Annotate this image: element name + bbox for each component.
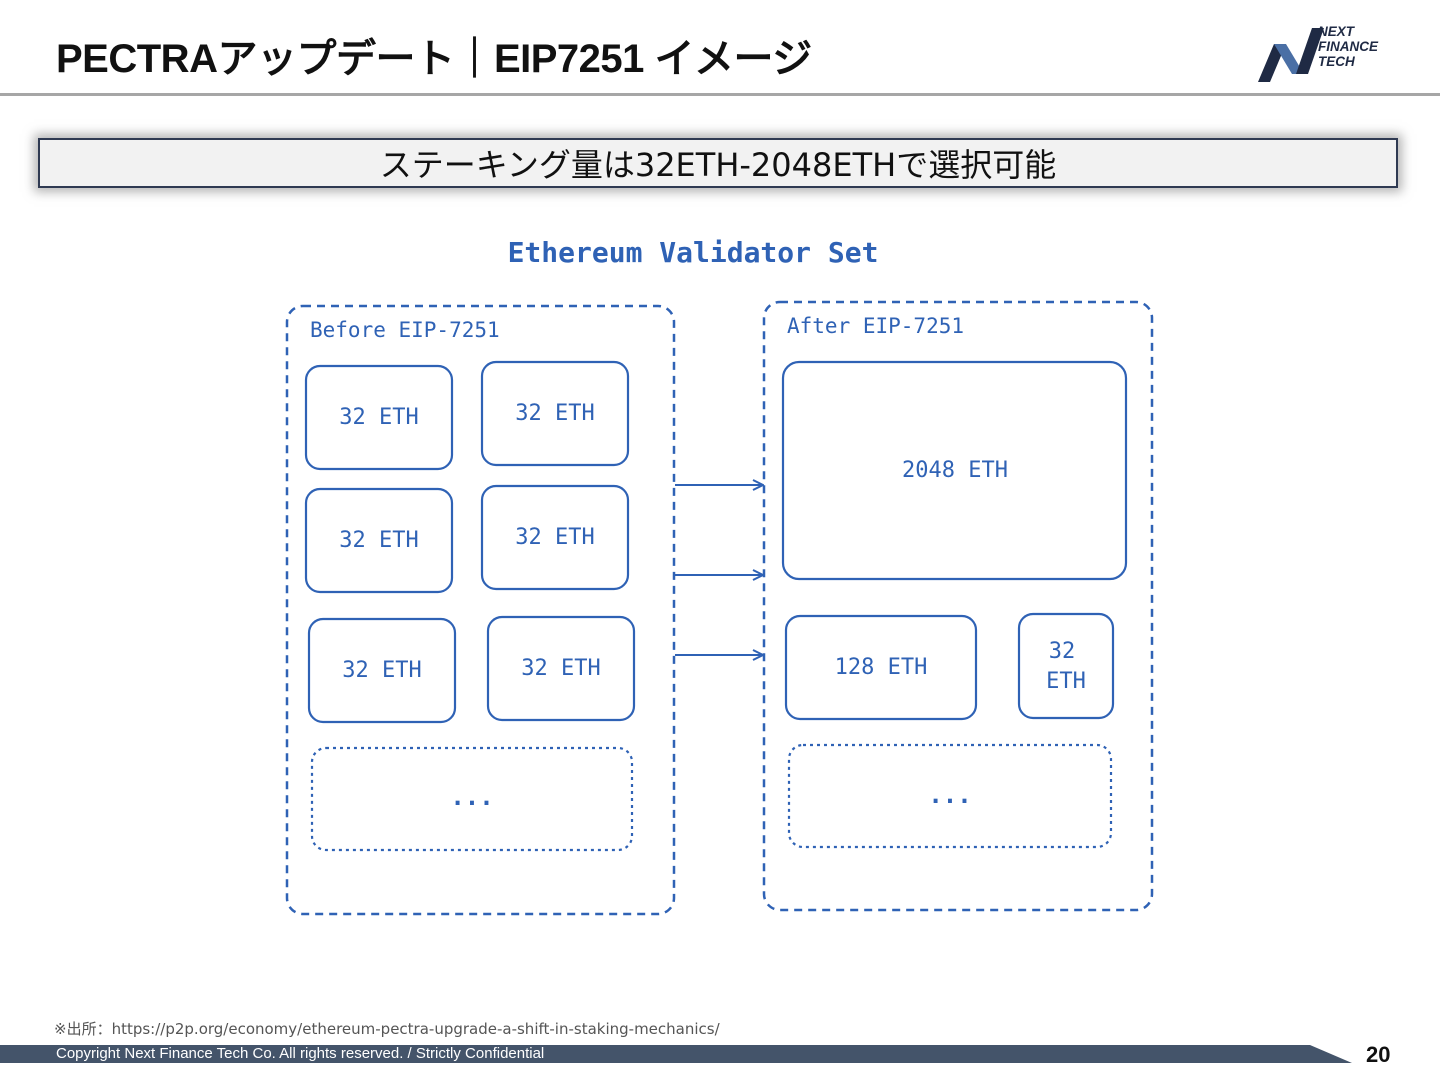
after-medium-box xyxy=(784,614,978,721)
after-small-box-line1: 32 xyxy=(1049,639,1076,664)
page-number: 20 xyxy=(1366,1042,1391,1067)
after-small-box xyxy=(1017,612,1115,720)
before-box-3 xyxy=(304,487,454,594)
n-logo-icon xyxy=(1258,28,1324,82)
logo-line-3: TECH xyxy=(1318,54,1355,69)
company-logo: NEXT FINANCE TECH xyxy=(1318,24,1378,69)
after-big-box-label: 2048 ETH xyxy=(902,458,1008,483)
page-title: PECTRAアップデート｜EIP7251 イメージ xyxy=(56,37,812,81)
before-box-1 xyxy=(304,364,454,471)
after-label: After EIP-7251 xyxy=(787,314,964,338)
after-more-label: ... xyxy=(928,781,971,809)
copyright-text: Copyright Next Finance Tech Co. All righ… xyxy=(56,1045,545,1062)
before-box-3-label: 32 ETH xyxy=(339,528,418,553)
before-box-5 xyxy=(307,617,457,724)
title-divider xyxy=(0,93,1440,96)
before-box-2 xyxy=(480,360,630,467)
logo-line-1: NEXT xyxy=(1318,24,1355,39)
after-small-box-line2: ETH xyxy=(1046,669,1086,694)
before-label: Before EIP-7251 xyxy=(310,318,500,342)
summary-banner-text: ステーキング量は32ETH-2048ETHで選択可能 xyxy=(379,146,1057,184)
before-box-6 xyxy=(486,615,636,722)
before-box-2-label: 32 ETH xyxy=(515,401,594,426)
before-container xyxy=(285,304,676,916)
summary-banner: ステーキング量は32ETH-2048ETHで選択可能 xyxy=(38,138,1398,188)
footer-bar xyxy=(0,1045,1352,1063)
before-box-4-label: 32 ETH xyxy=(515,525,594,550)
after-medium-box-label: 128 ETH xyxy=(835,655,928,680)
before-more-box xyxy=(310,746,634,852)
after-more-box xyxy=(787,743,1113,849)
after-container xyxy=(762,300,1154,912)
before-box-4 xyxy=(480,484,630,591)
before-box-1-label: 32 ETH xyxy=(339,405,418,430)
diagram-title: Ethereum Validator Set xyxy=(508,236,879,269)
source-citation: ※出所：https://p2p.org/economy/ethereum-pec… xyxy=(54,1020,720,1038)
after-big-box xyxy=(781,360,1128,581)
before-box-5-label: 32 ETH xyxy=(342,658,421,683)
before-more-label: ... xyxy=(450,783,493,811)
validator-diagram: Ethereum Validator Set Before EIP-7251 3… xyxy=(285,236,1154,916)
logo-line-2: FINANCE xyxy=(1318,39,1378,54)
before-box-6-label: 32 ETH xyxy=(521,656,600,681)
